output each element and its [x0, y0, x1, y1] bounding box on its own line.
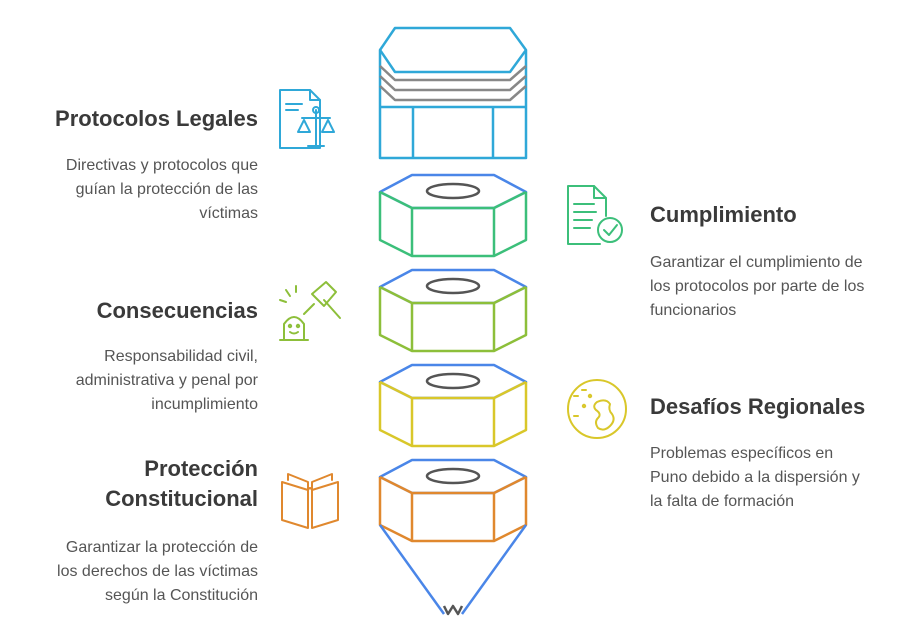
proteccion-title-line-1: Protección	[144, 456, 258, 481]
nut-cumplimiento	[378, 173, 528, 258]
desafios-desc-line-1: Problemas específicos en	[650, 445, 834, 462]
desafios-title: Desafíos Regionales	[650, 394, 866, 419]
desafios-desc-line-2: Puno debido a la dispersión y	[650, 469, 860, 486]
globe-map-icon	[567, 379, 627, 439]
protocolos-title: Protocolos Legales	[55, 106, 258, 131]
nut-desafios	[378, 363, 528, 448]
document-check-icon	[567, 185, 623, 245]
cumplimiento-description: Garantizar el cumplimiento de los protoc…	[650, 251, 915, 323]
stack-head	[378, 26, 528, 160]
stack-washers	[379, 65, 527, 102]
open-book-icon	[281, 473, 339, 529]
gavel-icon	[279, 281, 341, 341]
proteccion-desc-line-1: Garantizar la protección de	[65, 539, 258, 556]
protocolos-desc-line-1: Directivas y protocolos que	[65, 157, 258, 174]
stack-tip	[378, 524, 528, 616]
consecuencias-description: Responsabilidad civil, administrativa y …	[0, 345, 258, 417]
desafios-description: Problemas específicos en Puno debido a l…	[650, 442, 915, 514]
protocolos-desc-line-3: víctimas	[199, 205, 258, 222]
cumplimiento-desc-line-1: Garantizar el cumplimiento de	[650, 254, 863, 271]
proteccion-description: Garantizar la protección de los derechos…	[0, 536, 258, 608]
protocolos-desc-line-2: guían la protección de las	[75, 181, 258, 198]
consecuencias-desc-line-3: incumplimiento	[151, 396, 258, 413]
proteccion-desc-line-2: los derechos de las víctimas	[57, 563, 258, 580]
proteccion-title: Protección Constitucional	[0, 454, 258, 514]
desafios-desc-line-3: la falta de formación	[650, 493, 795, 510]
cumplimiento-title: Cumplimiento	[650, 202, 797, 227]
consecuencias-desc-line-2: administrativa y penal por	[75, 372, 258, 389]
consecuencias-title: Consecuencias	[96, 298, 258, 323]
proteccion-desc-line-3: según la Constitución	[105, 587, 258, 604]
consecuencias-desc-line-1: Responsabilidad civil,	[104, 348, 258, 365]
proteccion-title-line-2: Constitucional	[105, 486, 258, 511]
cumplimiento-desc-line-2: los protocolos por parte de los	[650, 278, 865, 295]
nut-proteccion	[378, 458, 528, 543]
legal-document-scales-icon	[279, 89, 335, 149]
cumplimiento-desc-line-3: funcionarios	[650, 302, 737, 319]
protocolos-description: Directivas y protocolos que guían la pro…	[0, 154, 258, 226]
nut-consecuencias	[378, 268, 528, 353]
